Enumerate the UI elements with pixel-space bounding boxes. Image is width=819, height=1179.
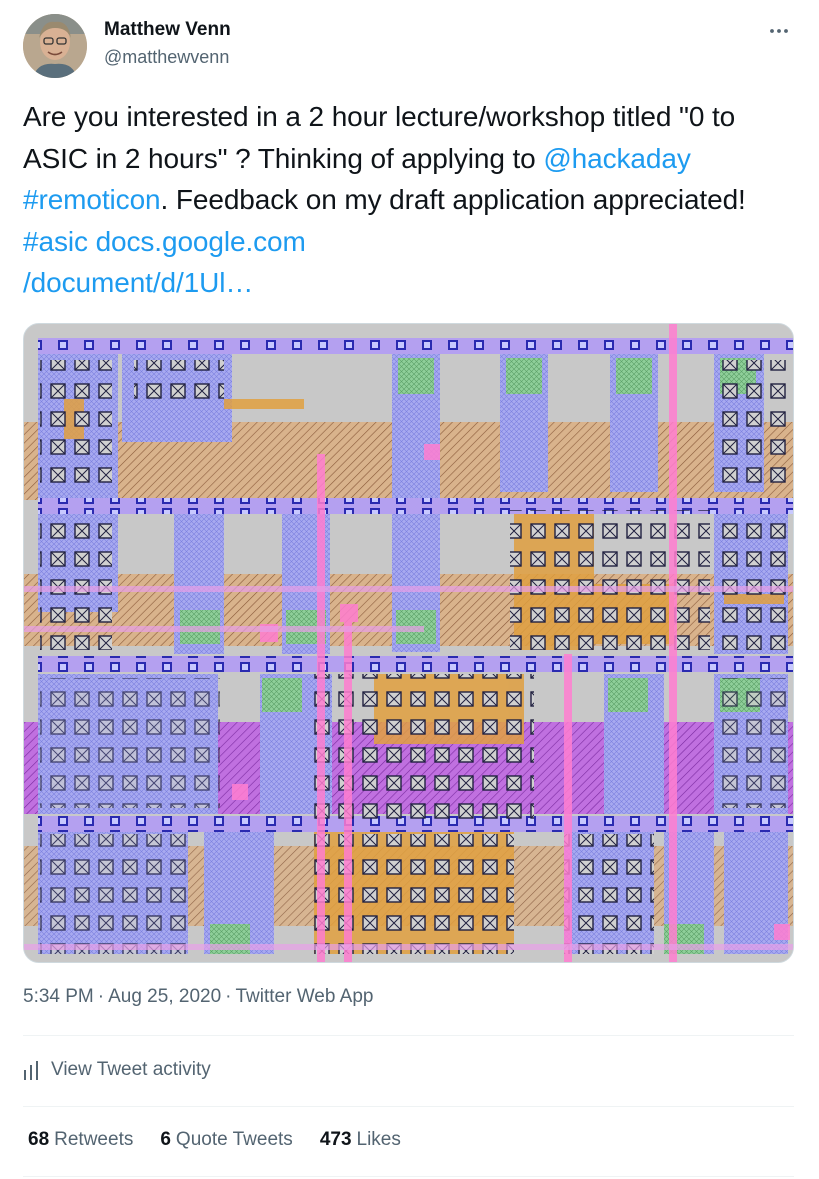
quote-tweets-count: 6 [160,1129,171,1150]
quote-tweets-label: Quote Tweets [175,1129,293,1150]
hashtag-link[interactable]: #remoticon [23,184,161,215]
divider [23,1035,794,1036]
view-tweet-activity-link[interactable]: View Tweet activity [23,1057,211,1083]
divider [23,1176,794,1177]
url-link[interactable]: docs.google.com/document/d/1Ul… [23,226,306,299]
likes-count: 473 [319,1129,352,1150]
tweet-text-space [88,226,96,257]
asic-layout-image [24,324,793,962]
hashtag-link[interactable]: #asic [23,225,88,257]
tweet-date[interactable]: Aug 25, 2020 [108,986,222,1007]
url-link-path[interactable]: /document/d/1Ul… [23,267,254,298]
tweet-time[interactable]: 5:34 PM [23,986,94,1007]
tweet-meta: 5:34 PM·Aug 25, 2020·Twitter Web App [23,985,373,1009]
avatar[interactable] [23,14,87,78]
more-horizontal-icon [770,29,788,33]
tweet-text-part: . Feedback on my draft application appre… [160,184,754,215]
tweet-text: Are you interested in a 2 hour lecture/w… [23,96,803,304]
avatar-image [23,14,87,78]
tweet-source[interactable]: Twitter Web App [235,986,374,1007]
meta-separator: · [225,986,232,1007]
tweet-image[interactable] [23,323,794,963]
retweets-label: Retweets [54,1129,134,1150]
url-link-domain[interactable]: docs.google.com [95,225,306,257]
tweet-text-part: Are you interested in a 2 hour lecture/w… [23,101,742,174]
meta-separator: · [97,986,105,1007]
tweet-text-space [691,143,699,174]
author-name[interactable]: Matthew Venn [104,19,231,40]
divider [23,1106,794,1107]
view-tweet-activity-label[interactable]: View Tweet activity [51,1059,211,1080]
author-handle[interactable]: @matthewvenn [104,47,230,67]
likes-label: Likes [356,1129,401,1150]
mention-link[interactable]: @hackaday [543,142,691,174]
bar-chart-icon [24,1061,38,1080]
more-options-button[interactable] [764,16,794,46]
retweets-count: 68 [28,1129,50,1150]
